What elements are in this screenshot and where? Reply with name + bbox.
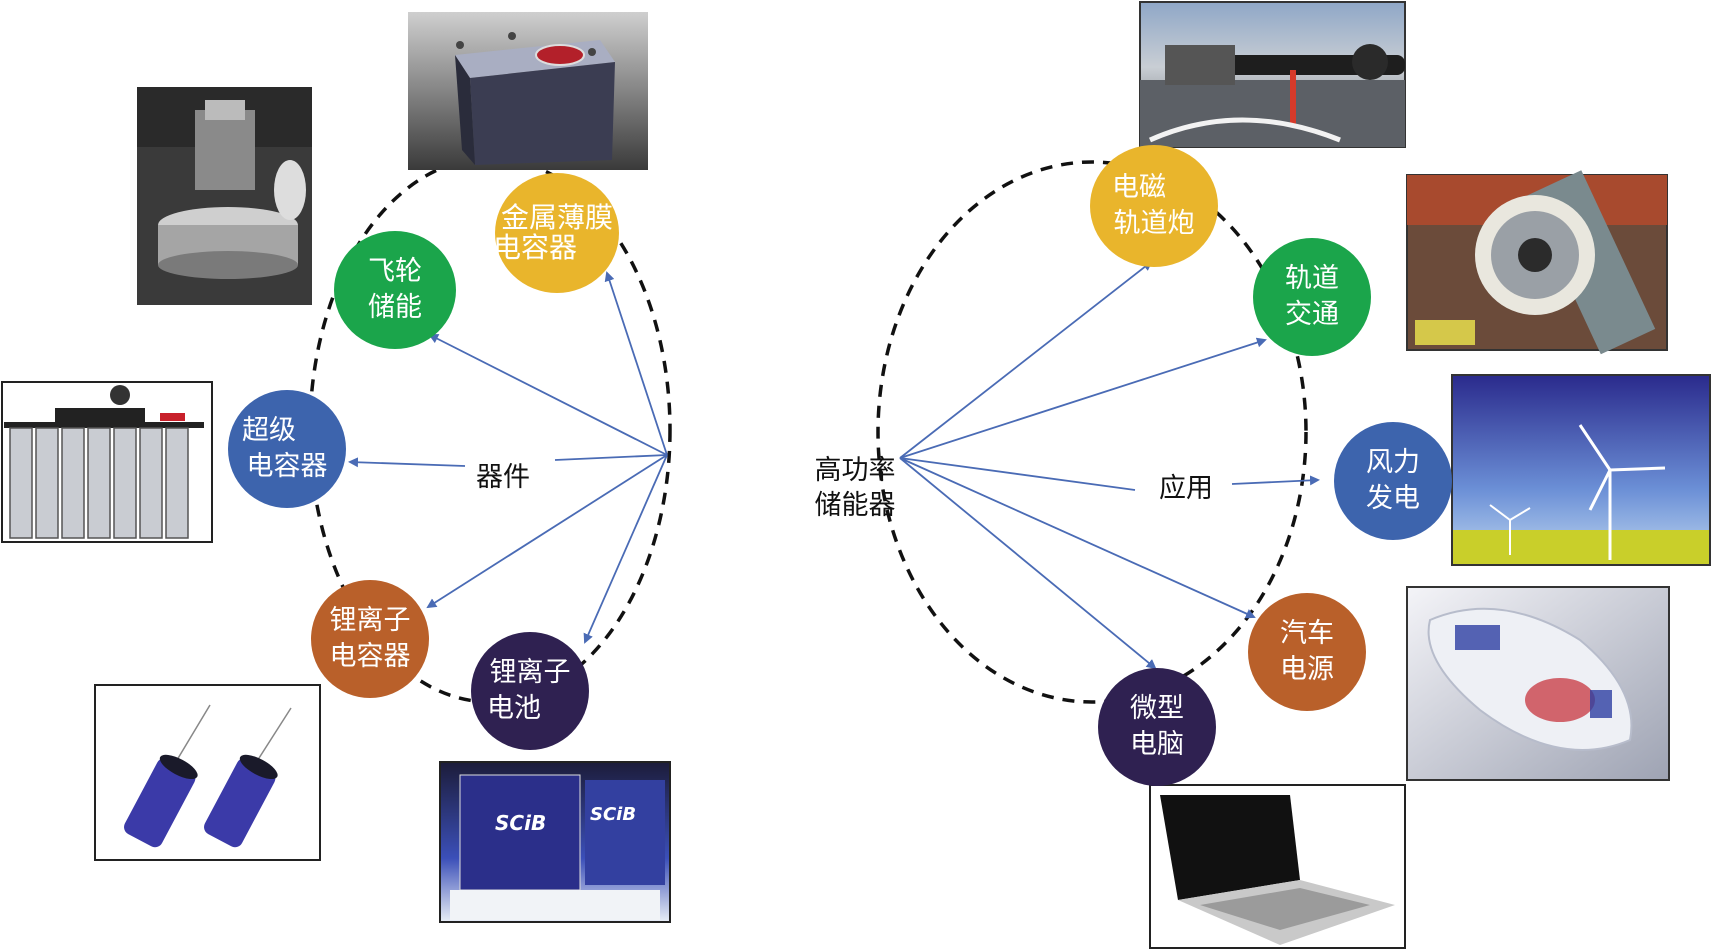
node-label-line2: 电容器 (246, 451, 328, 482)
node-label-line1: 超级 (242, 415, 296, 446)
node-label-line1: 微型 (1130, 693, 1184, 724)
node-label-line2: 储能 (368, 292, 422, 323)
center-label-line2: 储能器 (815, 490, 896, 521)
node-label-line1: 锂离子 (489, 657, 571, 688)
node-label-line1: 电磁 (1112, 172, 1166, 203)
node-label-line2: 电池 (487, 693, 541, 724)
arrow-to-flywheel (428, 334, 668, 456)
arrow-to-metal-film-capacitor (604, 271, 668, 456)
node-label-line2: 交通 (1285, 299, 1339, 330)
node-rail-transit: 轨道 交通 (1253, 238, 1371, 356)
capacitor-cells-photo (94, 684, 321, 861)
node-label-line1: 飞轮 (368, 256, 422, 287)
node-microcomputer: 微型 电脑 (1098, 668, 1216, 786)
metal-film-capacitor-photo (408, 12, 648, 170)
node-label-line2: 发电 (1366, 483, 1420, 514)
node-label-line2: 电容器 (329, 641, 411, 672)
supercapacitor-module-photo (1, 381, 213, 543)
node-label-line1: 锂离子 (329, 605, 411, 636)
node-label-line2: 电源 (1280, 654, 1334, 685)
arrow-to-rail-transit (899, 337, 1267, 459)
flywheel-photo (137, 87, 312, 305)
center-label-line1: 高功率 (815, 455, 896, 486)
node-label-line1: 汽车 (1280, 618, 1334, 649)
node-label-line1: 金属薄膜 (500, 201, 613, 234)
node-metal-film-capacitor: 金属薄膜 电容器 (493, 173, 619, 293)
arrow-to-vehicle-power (899, 457, 1256, 619)
laptop-photo (1149, 784, 1406, 949)
node-supercapacitor: 超级 电容器 (228, 390, 346, 508)
node-label-line1: 轨道 (1285, 263, 1339, 294)
node-flywheel-storage: 飞轮 储能 (334, 231, 456, 349)
arrow-to-li-battery (583, 454, 668, 644)
application-arrows (899, 260, 1320, 670)
scib-logo-2: SCiB (590, 804, 636, 825)
rail-transit-photo (1406, 170, 1668, 355)
node-lithium-ion-capacitor: 锂离子 电容器 (311, 580, 429, 698)
arrow-to-li-capacitor (426, 454, 668, 609)
device-arrows (348, 271, 668, 644)
node-wind-power: 风力 发电 (1334, 422, 1452, 540)
node-railgun: 电磁 轨道炮 (1090, 145, 1218, 267)
scib-battery-photo: SCiB SCiB (439, 761, 671, 923)
wind-turbine-photo (1451, 374, 1711, 566)
arrow-to-wind-power-a (899, 457, 1136, 491)
node-label-line1: 风力 (1366, 447, 1420, 478)
arrow-to-wind-power-b (1231, 475, 1320, 486)
node-lithium-ion-battery: 锂离子 电池 (471, 632, 589, 750)
arrow-to-supercapacitor-b (348, 457, 466, 468)
railgun-photo (1139, 1, 1406, 148)
arrow-to-supercapacitor-a (554, 454, 668, 461)
devices-branch-label: 器件 (476, 462, 530, 493)
node-label-line2: 电容器 (493, 231, 578, 264)
applications-ellipse (876, 160, 1308, 704)
node-label-line2: 电脑 (1130, 729, 1184, 760)
arrow-to-microcomputer (899, 457, 1157, 670)
arrow-to-railgun (899, 260, 1153, 459)
node-label-line2: 轨道炮 (1113, 208, 1195, 239)
car-photo (1406, 586, 1670, 781)
applications-branch-label: 应用 (1159, 473, 1213, 504)
node-vehicle-power: 汽车 电源 (1248, 593, 1366, 711)
scib-logo-1: SCiB (495, 811, 546, 835)
